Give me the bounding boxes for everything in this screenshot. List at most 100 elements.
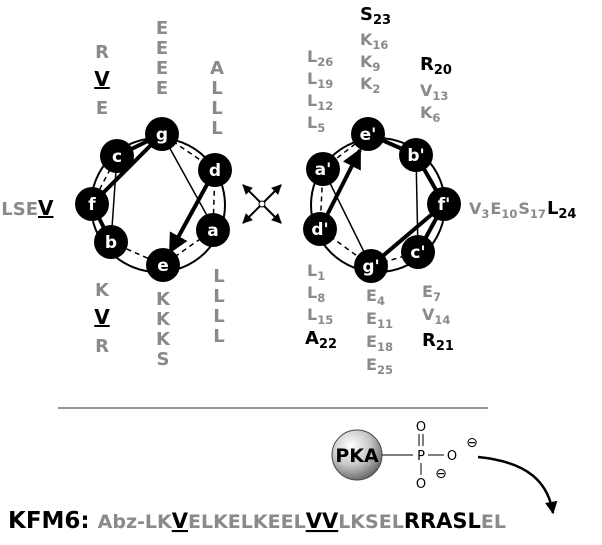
residue-label: V bbox=[94, 305, 110, 329]
position-label-dp: d' bbox=[311, 220, 328, 240]
numbered-residue: E10 bbox=[490, 199, 517, 221]
right-position-dp: d' bbox=[303, 212, 337, 246]
left-position-g: g bbox=[145, 117, 179, 151]
position-label-fp: f' bbox=[438, 195, 451, 215]
numbered-residue: L19 bbox=[307, 69, 333, 91]
residue-label: LSE bbox=[1, 199, 38, 220]
numbered-residue: E7 bbox=[422, 282, 441, 304]
left-thin-line-ga bbox=[161, 133, 216, 231]
numbered-residue: E11 bbox=[366, 309, 393, 331]
position-node bbox=[351, 117, 385, 151]
residue-label: E bbox=[96, 98, 108, 119]
position-node bbox=[303, 212, 337, 246]
residue-label: V bbox=[38, 196, 54, 220]
numbered-residue: K2 bbox=[360, 74, 380, 96]
phosphorylation-arrow bbox=[477, 455, 558, 515]
sequence-text: KFM6: Abz-LKVELKELKEELVVLKSELRRASLEL bbox=[8, 508, 506, 534]
numbered-residue: L8 bbox=[307, 283, 325, 305]
central-arrows bbox=[242, 184, 282, 224]
kfm6-sequence: KFM6: Abz-LKVELKELKEELVVLKSELRRASLEL bbox=[8, 508, 506, 534]
position-node bbox=[198, 153, 232, 187]
residue-label: R bbox=[95, 42, 109, 63]
residue-label: V bbox=[94, 67, 110, 91]
position-node bbox=[306, 152, 340, 186]
position-label-gp: g' bbox=[362, 257, 379, 277]
residue-label: K bbox=[156, 289, 171, 310]
numbered-residue: A22 bbox=[305, 328, 337, 352]
numbered-residue: K9 bbox=[360, 52, 380, 74]
right-position-fp: f' bbox=[427, 187, 461, 221]
residue-label: A bbox=[210, 58, 224, 79]
sequence-segment: LKSEL bbox=[338, 511, 404, 533]
sequence-segment: V bbox=[172, 509, 189, 533]
left-position-c: c bbox=[100, 139, 134, 173]
residue-label: L bbox=[211, 78, 222, 99]
position-label-ap: a' bbox=[315, 160, 332, 180]
arrow-down-right bbox=[261, 203, 282, 224]
numbered-residue: L26 bbox=[307, 47, 333, 69]
numbered-residue: E18 bbox=[366, 332, 393, 354]
arrow-down-left bbox=[242, 203, 263, 224]
residue-label: L bbox=[213, 286, 224, 307]
right-position-ep: e' bbox=[351, 117, 385, 151]
numbered-residue: E4 bbox=[366, 286, 385, 308]
position-label-b: b bbox=[105, 233, 117, 253]
position-label-f: f bbox=[88, 195, 96, 215]
arrow-center bbox=[258, 200, 266, 208]
residue-label: L bbox=[213, 266, 224, 287]
numbered-residue: K6 bbox=[420, 103, 440, 125]
right-position-cp: c' bbox=[401, 235, 435, 269]
position-label-bp: b' bbox=[407, 146, 424, 166]
numbered-residue: L24 bbox=[547, 198, 577, 222]
residue-label: E bbox=[156, 78, 168, 99]
position-label-ep: e' bbox=[360, 125, 377, 145]
oxygen-right: O bbox=[447, 449, 457, 464]
sequence-segment: RRASL bbox=[404, 509, 481, 533]
position-node bbox=[427, 187, 461, 221]
numbered-residue: L15 bbox=[307, 305, 333, 327]
numbered-residue: E25 bbox=[366, 355, 393, 377]
position-node bbox=[94, 225, 128, 259]
left-position-b: b bbox=[94, 225, 128, 259]
residue-label: K bbox=[95, 280, 110, 301]
numbered-residue: V3 bbox=[469, 199, 489, 221]
residue-label: E bbox=[156, 38, 168, 59]
oxygen-bottom: O bbox=[416, 477, 426, 492]
residue-label: E bbox=[156, 58, 168, 79]
pka-label: PKA bbox=[335, 445, 379, 467]
sequence-segment: Abz-LK bbox=[98, 511, 173, 533]
position-label-e: e bbox=[157, 256, 169, 276]
residue-label: L bbox=[211, 118, 222, 139]
numbered-residue: L5 bbox=[307, 113, 325, 135]
residue-label: K bbox=[156, 309, 171, 330]
numbered-residue: L1 bbox=[307, 261, 325, 283]
residue-label: L bbox=[213, 326, 224, 347]
phosphorus-atom: P bbox=[417, 449, 425, 464]
numbered-residue: V13 bbox=[420, 81, 448, 103]
left-helical-wheel: g d a e bf c bbox=[75, 117, 232, 282]
numbered-residue: R21 bbox=[422, 330, 454, 354]
position-node bbox=[146, 248, 180, 282]
right-position-bp: b' bbox=[399, 138, 433, 172]
right-position-gp: g' bbox=[354, 249, 388, 283]
position-label-d: d bbox=[209, 161, 221, 181]
numbered-residue: S17 bbox=[518, 199, 546, 221]
position-node bbox=[196, 213, 230, 247]
pka-phosphate-group: PKA P O O ⊖ O ⊖ bbox=[331, 420, 558, 515]
arrow-up-left bbox=[242, 184, 263, 205]
position-label-a: a bbox=[207, 221, 218, 241]
position-node bbox=[401, 235, 435, 269]
minus-charge-right: ⊖ bbox=[466, 435, 478, 451]
residue-label: R bbox=[95, 336, 109, 357]
arrow-up-right bbox=[261, 184, 282, 205]
minus-charge-bottom: ⊖ bbox=[435, 466, 447, 482]
residue-label: L bbox=[213, 306, 224, 327]
position-node bbox=[145, 117, 179, 151]
residue-label: L bbox=[211, 98, 222, 119]
residue-label: E bbox=[156, 18, 168, 39]
left-position-e: e bbox=[146, 248, 180, 282]
right-helical-wheel: e' a' d' g' c'f' b' bbox=[303, 117, 461, 283]
sequence-segment: VV bbox=[306, 509, 339, 533]
